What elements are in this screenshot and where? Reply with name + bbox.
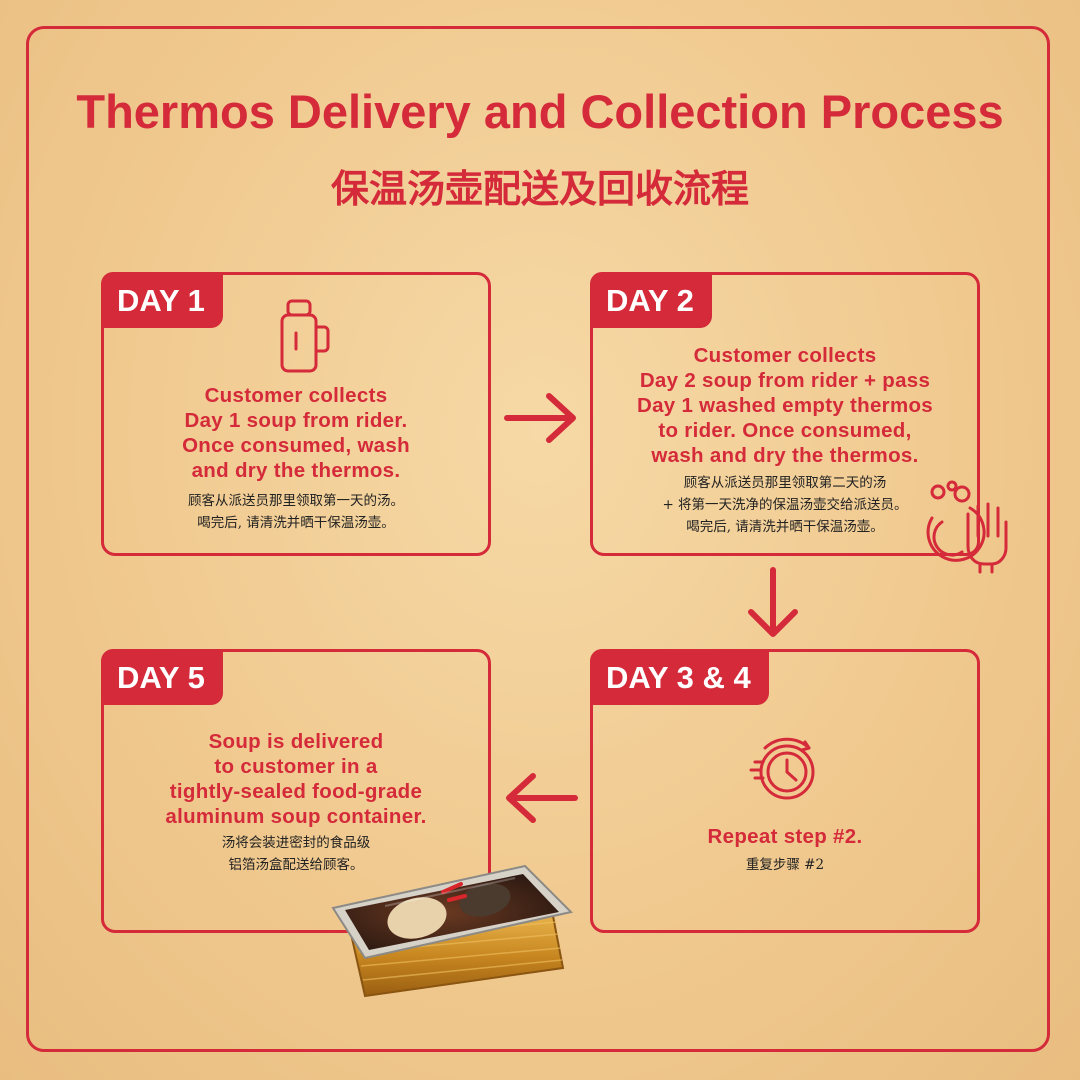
text-line: to customer in a — [214, 755, 378, 778]
arrow-right-icon — [503, 392, 579, 444]
text-line: Once consumed, wash — [182, 434, 410, 457]
day-badge: DAY 1 — [101, 272, 223, 329]
page-title: Thermos Delivery and Collection Process — [76, 85, 1004, 138]
text-line: Day 1 washed empty thermos — [636, 394, 934, 417]
text-line: 铝箔汤盒配送给顾客。 — [228, 857, 364, 873]
text-line: 顾客从派送员那里领取第二天的汤 — [683, 475, 887, 491]
stopwatch-icon — [745, 734, 827, 806]
step-description-en: Repeat step #2. — [593, 824, 977, 849]
day-badge: DAY 2 — [590, 272, 712, 329]
step-description-en: Customer collects Day 2 soup from rider … — [593, 343, 977, 468]
text-line: Soup is delivered — [208, 730, 384, 753]
arrow-down-icon — [745, 566, 801, 640]
text-line: to rider. Once consumed, — [658, 419, 912, 442]
text-line: 重复步骤 #2 — [745, 857, 825, 873]
step-description-en: Soup is delivered to customer in a tight… — [104, 729, 488, 829]
day-badge: DAY 3 & 4 — [590, 649, 769, 706]
step-description-en: Customer collects Day 1 soup from rider.… — [104, 383, 488, 483]
thermos-icon — [274, 297, 334, 377]
outer-frame — [26, 26, 1050, 1052]
text-line: 喝完后, 请清洗并晒干保温汤壶。 — [686, 519, 884, 535]
washing-hand-icon — [922, 478, 1014, 574]
step-card-day-5: DAY 5 Soup is delivered to customer in a… — [101, 649, 491, 933]
page-subtitle: 保温汤壶配送及回收流程 — [330, 166, 749, 211]
day-badge: DAY 5 — [101, 649, 223, 706]
text-line: 喝完后, 请清洗并晒干保温汤壶。 — [197, 515, 395, 531]
text-line: Repeat step #2. — [707, 825, 863, 848]
text-line: and dry the thermos. — [191, 459, 401, 482]
text-line: tightly-sealed food-grade — [169, 780, 423, 803]
step-card-day-3-4: DAY 3 & 4 Repeat step #2. 重复步骤 #2 — [590, 649, 980, 933]
soup-container-image — [325, 848, 575, 1008]
text-line: 汤将会装进密封的食品级 — [221, 835, 371, 851]
step-description-zh: 汤将会装进密封的食品级 铝箔汤盒配送给顾客。 — [104, 832, 488, 876]
text-line: Day 1 soup from rider. — [184, 409, 408, 432]
step-card-day-2: DAY 2 Customer collects Day 2 soup from … — [590, 272, 980, 556]
step-description-zh: 重复步骤 #2 — [593, 854, 977, 876]
text-line: Day 2 soup from rider + pass — [639, 369, 931, 392]
arrow-left-icon — [503, 772, 579, 824]
step-card-day-1: DAY 1 Customer collects Day 1 soup from … — [101, 272, 491, 556]
step-description-zh: 顾客从派送员那里领取第一天的汤。 喝完后, 请清洗并晒干保温汤壶。 — [104, 490, 488, 534]
step-description-zh: 顾客从派送员那里领取第二天的汤 + 将第一天洗净的保温汤壶交给派送员。 喝完后,… — [593, 472, 977, 538]
text-line: aluminum soup container. — [165, 805, 427, 828]
text-line: 顾客从派送员那里领取第一天的汤。 — [188, 493, 404, 509]
text-line: Customer collects — [693, 344, 877, 367]
text-line: + 将第一天洗净的保温汤壶交给派送员。 — [662, 497, 908, 513]
text-line: wash and dry the thermos. — [651, 444, 919, 467]
text-line: Customer collects — [204, 384, 388, 407]
